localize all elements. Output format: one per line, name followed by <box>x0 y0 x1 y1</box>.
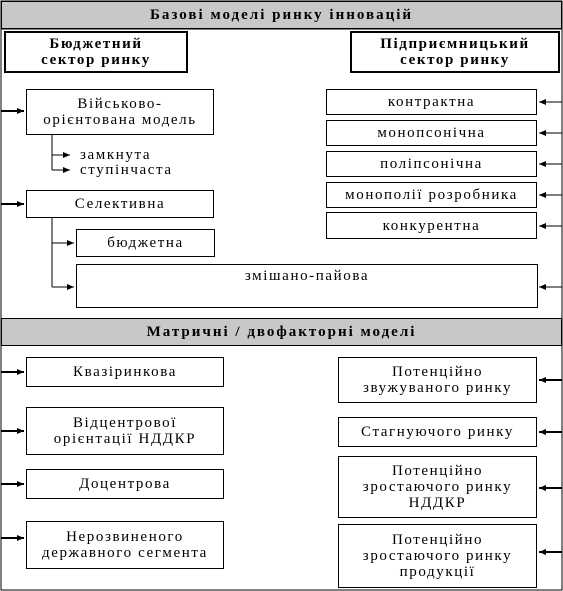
budget-sector-header: Бюджетний сектор ринку <box>4 31 188 73</box>
business-item-label: контрактна <box>387 94 476 110</box>
matrix-left-line1: Відцентрової <box>72 415 178 431</box>
section-title-matrix: Матричні / двофакторні моделі <box>1 318 562 346</box>
matrix-quasi-market: Квазіринкова <box>26 357 224 387</box>
budget-header-line2: сектор ринку <box>41 52 151 68</box>
military-line1: Військово- <box>77 96 163 112</box>
section-title-base-text: Базові моделі ринку інновацій <box>149 6 414 23</box>
matrix-right-label: Стагнуючого ринку <box>361 424 514 440</box>
matrix-centripetal: Доцентрова <box>26 469 224 499</box>
matrix-right-line3: НДДКР <box>408 495 467 511</box>
business-item-contract: контрактна <box>326 89 537 115</box>
budgetary-model: бюджетна <box>76 229 215 257</box>
matrix-stagnating: Стагнуючого ринку <box>338 417 537 447</box>
business-item-label: поліпсонічна <box>380 156 483 172</box>
matrix-left-line2: державного сегмента <box>42 545 208 561</box>
business-item-label: конкурентна <box>382 217 481 234</box>
matrix-right-line1: Потенційно <box>391 532 484 548</box>
business-header-line2: сектор ринку <box>400 52 510 68</box>
military-oriented-model: Військово- орієнтована модель <box>26 89 214 135</box>
matrix-left-label: Квазіринкова <box>73 364 177 380</box>
matrix-left-label: Доцентрова <box>79 476 171 492</box>
business-item-monopsony: монопсонічна <box>326 120 537 146</box>
matrix-left-line1: Нерозвиненого <box>66 529 184 545</box>
sub-stupinchasta: ступінчаста <box>80 162 173 178</box>
business-header-line1: Підприємницький <box>380 36 530 52</box>
matrix-right-line2: звужуваного ринку <box>362 380 513 396</box>
matrix-right-line1: Потенційно <box>391 463 484 479</box>
matrix-right-line3: продукції <box>399 564 476 580</box>
business-item-polypsony: поліпсонічна <box>326 151 537 177</box>
business-item-label: монополії розробника <box>345 187 518 203</box>
matrix-growing-rd: Потенційно зростаючого ринку НДДКР <box>338 456 537 518</box>
section-title-base: Базові моделі ринку інновацій <box>1 1 562 29</box>
matrix-right-line1: Потенційно <box>391 364 484 380</box>
mixed-label: змішано-пайова <box>244 268 370 284</box>
matrix-undeveloped-state-segment: Нерозвиненого державного сегмента <box>26 521 224 569</box>
mixed-share-model: змішано-пайова <box>76 264 538 308</box>
sub-zamknuta: замкнута <box>80 147 152 163</box>
matrix-right-line2: зростаючого ринку <box>362 548 513 564</box>
selective-model: Селективна <box>26 190 214 218</box>
budget-header-line1: Бюджетний <box>49 36 143 52</box>
matrix-right-line2: зростаючого ринку <box>362 479 513 495</box>
business-sector-header: Підприємницький сектор ринку <box>350 31 560 73</box>
military-line2: орієнтована модель <box>43 112 197 128</box>
matrix-growing-product: Потенційно зростаючого ринку продукції <box>338 524 537 588</box>
section-title-matrix-text: Матричні / двофакторні моделі <box>146 323 417 340</box>
business-item-label: монопсонічна <box>377 125 486 141</box>
selective-label: Селективна <box>74 196 166 212</box>
matrix-centrifugal-rd: Відцентрової орієнтації НДДКР <box>26 407 224 455</box>
matrix-potentially-shrinking: Потенційно звужуваного ринку <box>338 357 537 403</box>
business-item-competitive: конкурентна <box>326 212 537 239</box>
business-item-developer-monopoly: монополії розробника <box>326 182 537 208</box>
budgetary-label: бюджетна <box>107 235 184 251</box>
matrix-left-line2: орієнтації НДДКР <box>53 431 197 447</box>
